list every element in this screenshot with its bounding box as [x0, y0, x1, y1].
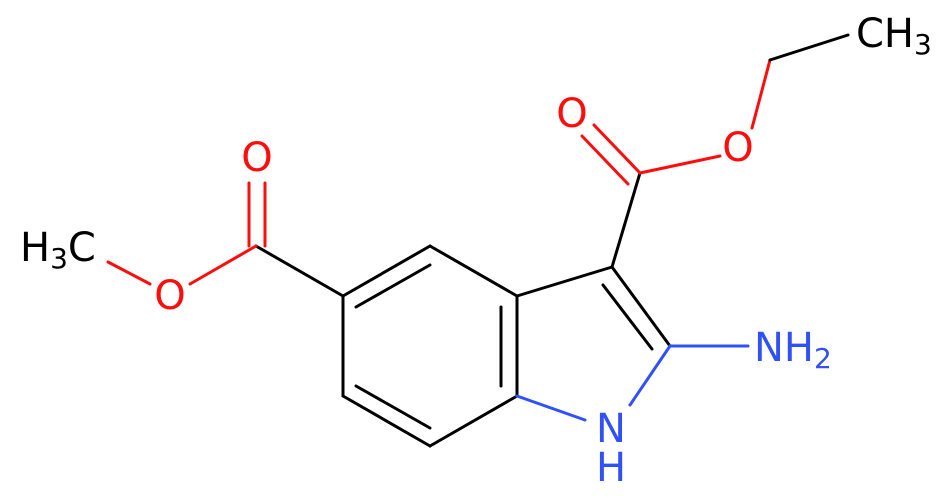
bond-c6-c7-inner	[354, 384, 432, 430]
bond-o-ch3-left	[106, 260, 152, 286]
bond-c3-c2	[610, 265, 672, 348]
bond-c2-n1	[628, 344, 672, 407]
atom-n1-hydrogen: H	[596, 445, 626, 491]
atom-o-ester5: O	[154, 273, 185, 319]
bond-c3a-c4	[428, 244, 519, 298]
bond-c4-c5	[341, 244, 432, 298]
bond-ch2-ch3	[768, 33, 850, 62]
atom-o-carbonyl3: O	[556, 91, 587, 137]
bond-c7-c7a	[428, 394, 519, 448]
atom-ch3-left: H3C	[20, 225, 96, 275]
bond-c5-ccarb	[254, 244, 345, 298]
bond-ccarb-o-single	[638, 154, 722, 175]
bond-c3a-c3	[515, 265, 614, 298]
bond-c6-c7	[341, 394, 432, 448]
bond-c4-c5-inner	[354, 263, 432, 309]
atom-o-ester3: O	[722, 125, 753, 171]
atom-n1: N	[596, 406, 626, 452]
atom-nh2: NH2	[754, 325, 832, 375]
bond-c3-c2-inner	[601, 283, 654, 351]
bond-n1-c7a	[515, 394, 587, 422]
atom-o-carbonyl5: O	[241, 135, 272, 181]
bond-ccarb-o-double-b	[580, 134, 630, 186]
bond-o-ch2	[750, 58, 772, 130]
bond-ccarb5-o-single	[188, 244, 258, 286]
bond-c3-ccarb	[610, 171, 642, 269]
atom-ch3-right: CH3	[856, 11, 932, 61]
bond-ccarb-o-double-a	[592, 123, 642, 175]
